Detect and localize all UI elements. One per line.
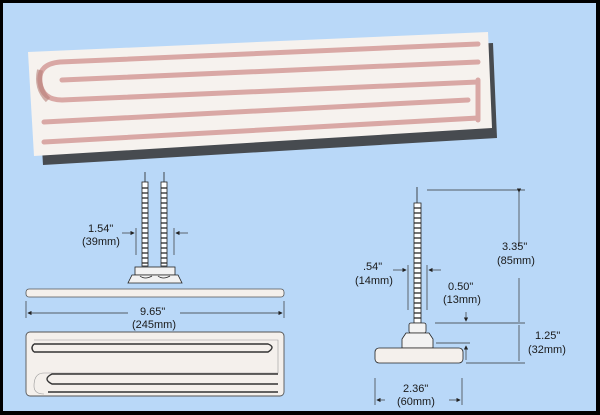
terminal-height-inch: 3.35" bbox=[502, 241, 527, 253]
terminal-spacing-mm: (39mm) bbox=[82, 236, 120, 248]
length-mm: (245mm) bbox=[132, 319, 176, 331]
length-dimension bbox=[25, 301, 285, 318]
length-inch: 9.65" bbox=[140, 306, 165, 318]
base-height-inch: 1.25" bbox=[535, 330, 560, 342]
diagram-canvas: 1.54" (39mm) 9.65" (245mm) bbox=[3, 3, 596, 411]
front-view-plate bbox=[25, 288, 285, 298]
base-height-mm: (32mm) bbox=[528, 344, 566, 356]
ceramic-heater-photo bbox=[28, 32, 497, 165]
side-view-dimension-lines bbox=[374, 188, 525, 405]
bottom-view-plate bbox=[25, 331, 285, 397]
flange-thickness-mm: (13mm) bbox=[443, 294, 481, 306]
flange-thickness-inch: 0.50" bbox=[448, 281, 473, 293]
terminal-spacing-inch: 1.54" bbox=[88, 223, 113, 235]
side-view-terminal bbox=[374, 187, 464, 364]
terminal-width-inch: .54" bbox=[363, 261, 382, 273]
terminal-height-mm: (85mm) bbox=[497, 255, 535, 267]
front-view-terminals bbox=[127, 172, 183, 284]
terminal-width-mm: (14mm) bbox=[355, 275, 393, 287]
width-inch: 2.36" bbox=[403, 383, 428, 395]
terminal-spacing-dimension bbox=[122, 228, 188, 255]
width-mm: (60mm) bbox=[397, 396, 435, 408]
